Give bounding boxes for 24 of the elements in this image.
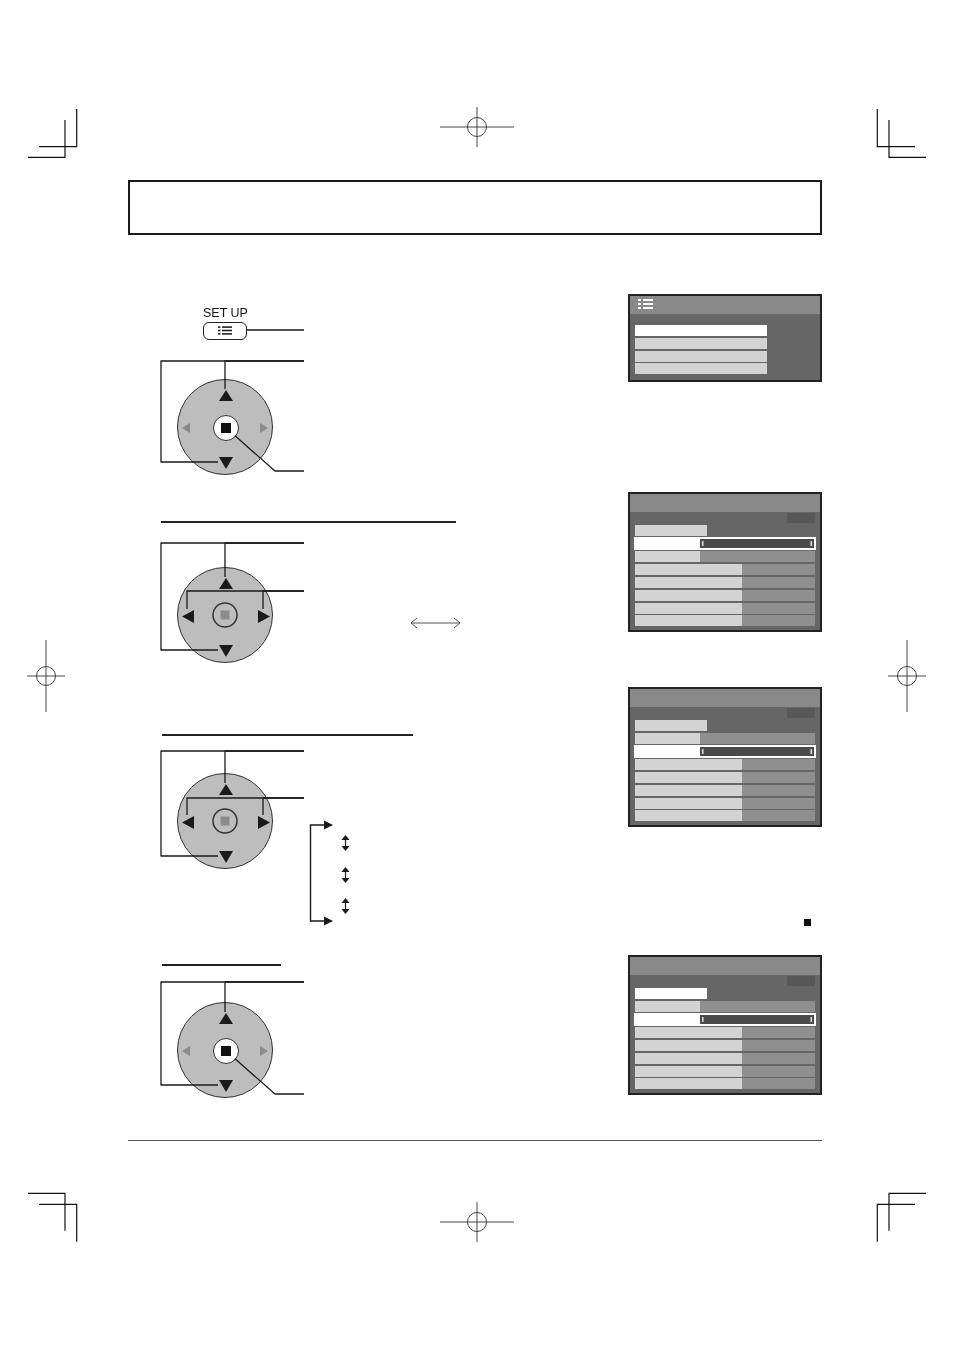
up-button xyxy=(219,1013,233,1024)
enter-button xyxy=(213,1038,239,1064)
down-button xyxy=(219,1080,233,1092)
left-button xyxy=(182,610,194,623)
up-button xyxy=(219,578,233,589)
leader-line xyxy=(160,360,305,463)
down-button xyxy=(219,457,233,469)
leader-line xyxy=(246,329,305,331)
leader-line xyxy=(262,590,305,610)
leader-line xyxy=(234,434,305,472)
leader-line xyxy=(160,542,305,651)
right-button xyxy=(258,610,270,623)
enter-button xyxy=(213,415,239,441)
leader-line xyxy=(160,981,305,1086)
down-button xyxy=(219,645,233,657)
button-label: SET UP xyxy=(203,306,247,320)
up-button xyxy=(219,390,233,401)
left-button xyxy=(182,816,194,829)
down-button xyxy=(219,851,233,863)
up-button xyxy=(219,784,233,795)
leader-line xyxy=(262,797,305,816)
leader-line xyxy=(160,750,305,857)
leader-line xyxy=(234,1057,305,1095)
right-button xyxy=(258,816,270,829)
